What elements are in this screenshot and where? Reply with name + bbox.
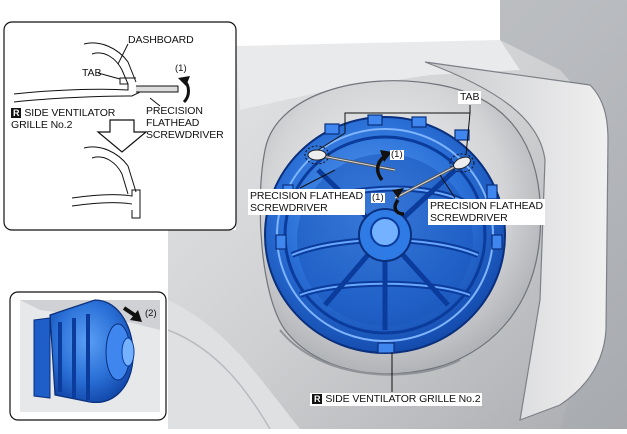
r-badge-main: R bbox=[312, 394, 323, 404]
tool-label-right-line2: SCREWDRIVER bbox=[430, 212, 508, 224]
step-number-inset: (1) bbox=[175, 63, 187, 74]
rotate-arrow-icon bbox=[375, 150, 405, 216]
tool-label-inset-line3: SCREWDRIVER bbox=[146, 129, 224, 141]
r-badge: R bbox=[11, 108, 22, 118]
side-ventilator-grille bbox=[264, 114, 506, 354]
inset-detail-bottom bbox=[9, 291, 167, 421]
tool-label-right-line1: PRECISION FLATHEAD bbox=[430, 200, 543, 212]
screwdriver-right bbox=[394, 156, 471, 200]
tool-label-left-line1: PRECISION FLATHEAD bbox=[250, 190, 363, 202]
grille-label-inset-line2: GRILLE No.2 bbox=[11, 119, 73, 131]
tab-label-inset: TAB bbox=[82, 67, 102, 79]
leader-lines bbox=[299, 169, 456, 392]
tab-label-main: TAB bbox=[458, 91, 482, 104]
tab-callouts bbox=[304, 105, 475, 173]
screwdriver-left bbox=[307, 149, 396, 172]
step-number-upper: (1) bbox=[390, 149, 404, 160]
grille-label-inset-line1: SIDE VENTILATOR bbox=[24, 107, 116, 119]
dashboard-trim-right bbox=[424, 61, 609, 421]
dashboard-label: DASHBOARD bbox=[128, 34, 194, 46]
inset-detail-top bbox=[3, 21, 237, 231]
tool-label-left-line2: SCREWDRIVER bbox=[250, 202, 328, 214]
step-number-lower: (1) bbox=[371, 192, 385, 203]
tool-label-left: PRECISION FLATHEAD SCREWDRIVER bbox=[248, 189, 365, 215]
tool-label-inset-line2: FLATHEAD bbox=[146, 117, 200, 129]
tool-label-right: PRECISION FLATHEAD SCREWDRIVER bbox=[428, 199, 545, 225]
grille-label-main-text: SIDE VENTILATOR GRILLE No.2 bbox=[325, 393, 481, 405]
tool-label-inset-line1: PRECISION bbox=[146, 105, 203, 117]
step-number-pull: (2) bbox=[145, 308, 157, 319]
